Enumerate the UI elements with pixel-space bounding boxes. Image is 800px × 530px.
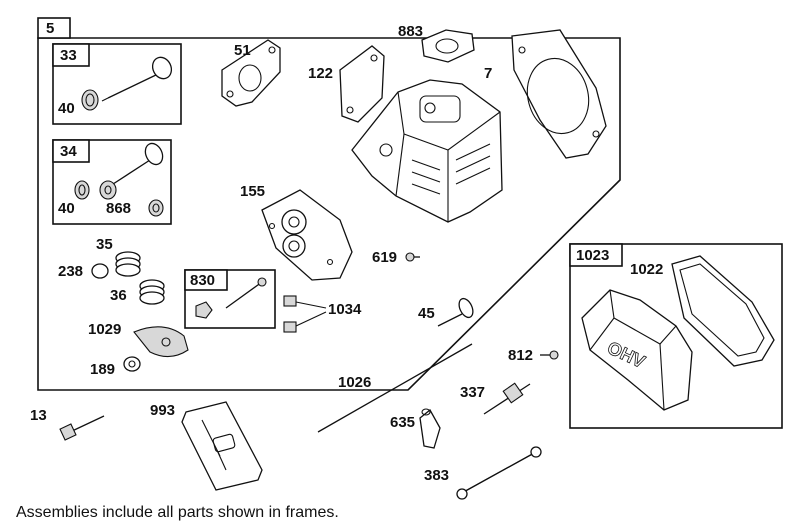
label-45: 45 [418,305,435,322]
exhaust-valve [109,142,164,187]
label-189: 189 [90,361,115,378]
label-40a: 40 [58,100,75,117]
valve-cover-ohv: OHV [581,289,693,411]
frame-830-outline [184,269,276,329]
valve-seal-40b [74,180,90,200]
valve-rotator-868 [99,180,117,200]
gasket-993 [181,401,263,491]
head-gasket-7 [511,29,607,159]
frame-34-outline [52,139,172,225]
clip-1034a [283,295,297,307]
plug-238 [91,263,109,279]
nut-189 [123,356,141,372]
screw-619 [405,252,420,262]
frame-830-label: 830 [190,272,215,289]
frame-33-outline [52,43,182,125]
cover-plate-155 [261,189,353,281]
label-7: 7 [484,65,492,82]
label-337: 337 [460,384,485,401]
valve-seal-40a [81,89,99,111]
rocker-arm-1029 [133,326,189,358]
label-13: 13 [30,407,47,424]
label-883: 883 [398,23,423,40]
spring-35 [115,251,141,277]
label-1026: 1026 [338,374,371,391]
gasket-883 [421,29,475,63]
frame-33-tag [52,43,90,67]
label-40b: 40 [58,200,75,217]
gasket-122 [339,45,385,123]
frame-1023-label: 1023 [576,247,609,264]
leader-1034a [295,301,327,309]
spark-plug-337 [483,382,531,415]
elbow-635 [419,408,441,449]
label-36: 36 [110,287,127,304]
cylinder-head [351,79,503,223]
label-155: 155 [240,183,265,200]
label-619: 619 [372,249,397,266]
frame-5-tag [37,17,71,39]
frame-1023-outline [569,243,783,429]
label-1022: 1022 [630,261,663,278]
bolt-13 [59,415,105,441]
diagram-caption: Assemblies include all parts shown in fr… [16,504,339,521]
frame-1023-tag [569,243,623,267]
leader-1034b [295,311,327,327]
clip-1034b [283,321,297,333]
label-51: 51 [234,42,251,59]
push-rod-1026 [317,343,473,433]
label-812: 812 [508,347,533,364]
tappet-45 [437,297,474,327]
valve-cap-868 [148,199,164,217]
breather-tube-383 [456,446,542,500]
label-993: 993 [150,402,175,419]
intake-valve [101,56,173,102]
label-1029: 1029 [88,321,121,338]
frame-5-label: 5 [46,20,54,37]
label-1034: 1034 [328,301,362,318]
rocker-stud-830 [195,277,267,319]
label-35: 35 [96,236,113,253]
label-122: 122 [308,65,333,82]
label-868: 868 [106,200,131,217]
label-383: 383 [424,467,449,484]
cover-gasket-1022 [671,255,775,367]
spring-36 [139,279,165,305]
frame-34-label: 34 [60,143,77,160]
frame-34-tag [52,139,90,163]
screw-812 [540,350,559,360]
frame-33-label: 33 [60,47,77,64]
gasket-51 [221,39,281,107]
frame-830-tag [184,269,228,291]
label-635: 635 [390,414,415,431]
label-238: 238 [58,263,83,280]
